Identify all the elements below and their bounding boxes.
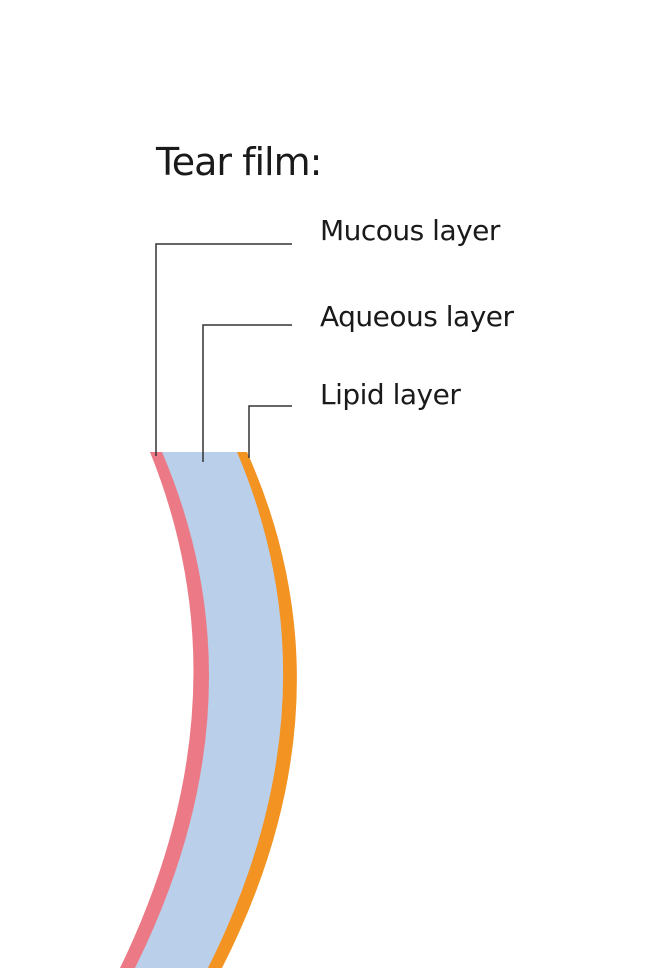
mucous-layer-label: Mucous layer: [320, 214, 500, 247]
aqueous-leader-line: [202, 324, 292, 462]
mucous-leader-line: [155, 243, 292, 456]
lipid-layer-label: Lipid layer: [320, 378, 461, 411]
lipid-leader-line: [248, 405, 292, 458]
diagram-title: Tear film:: [156, 140, 322, 184]
aqueous-layer-label: Aqueous layer: [320, 300, 514, 333]
lipid-layer: [208, 452, 297, 968]
mucous-layer: [120, 452, 210, 968]
